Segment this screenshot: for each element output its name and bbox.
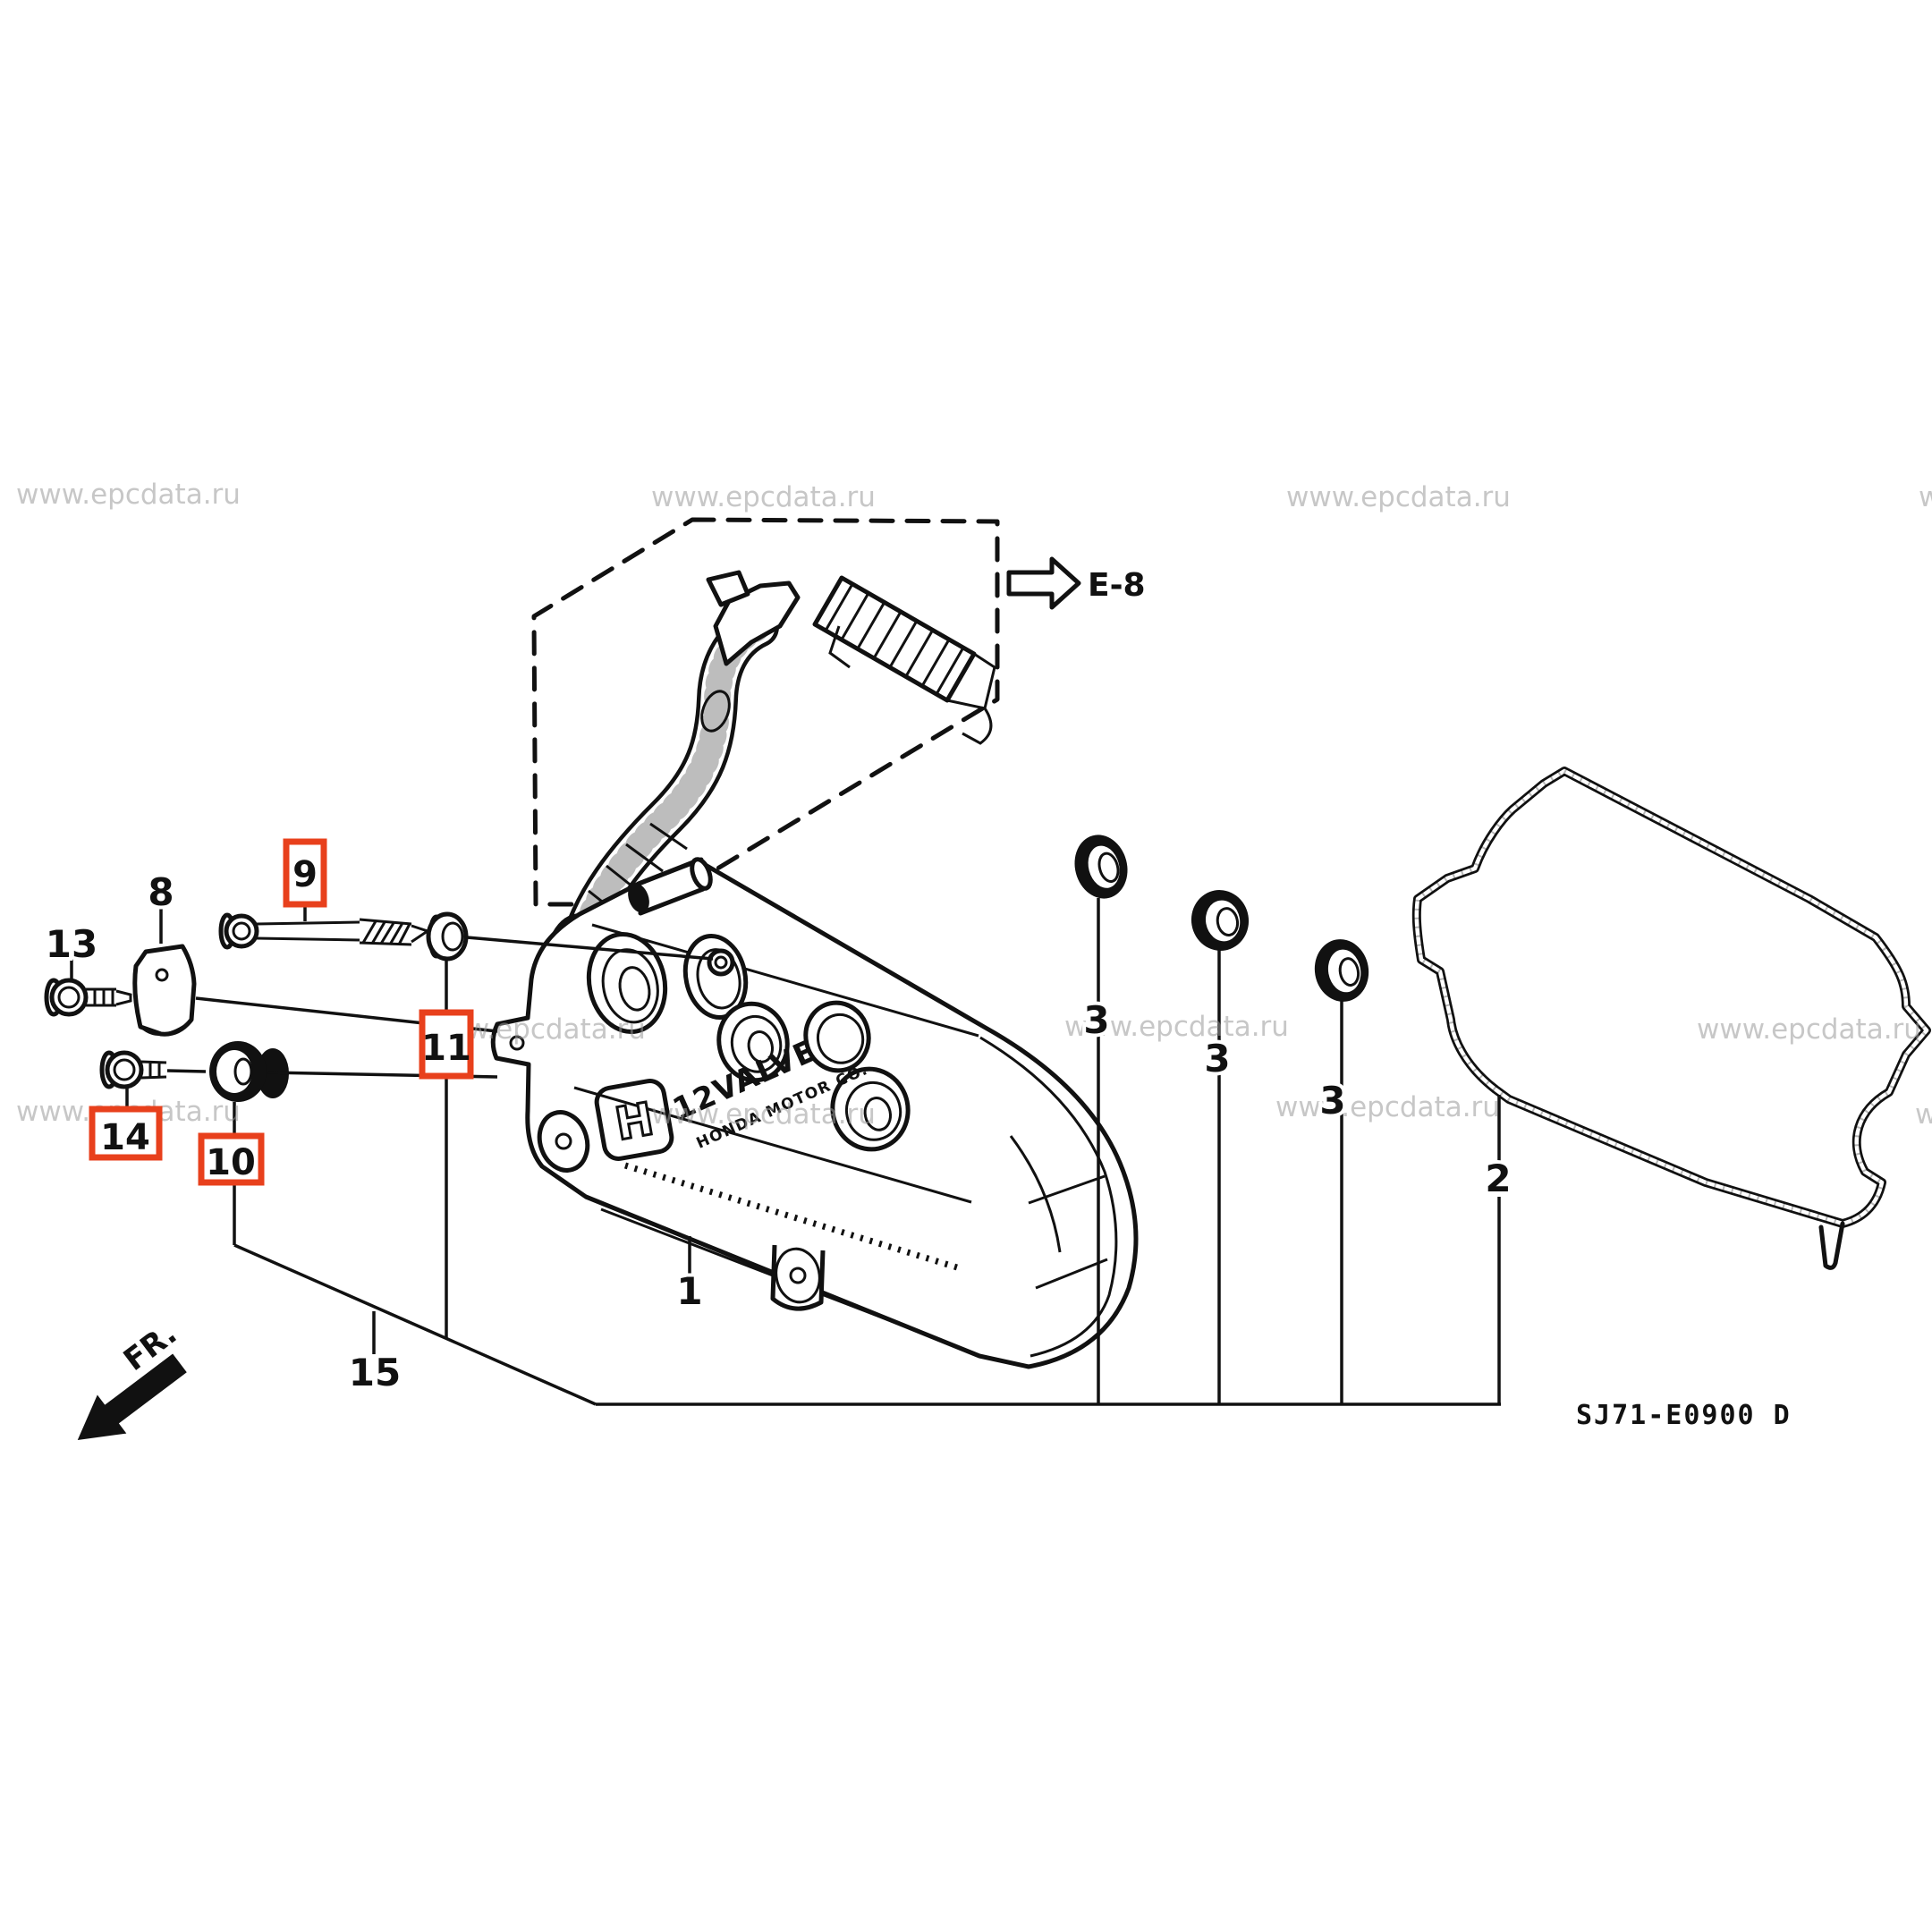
spark-plug-tube-seal-1 [1074, 835, 1128, 899]
callout-3-middle: 3 [1204, 1037, 1230, 1080]
seal-grommet-10 [209, 1041, 289, 1102]
callout-9: 9 [292, 854, 318, 895]
watermark-text: www.epcdata.ru [651, 1098, 876, 1131]
flange-bolt-13 [44, 978, 132, 1017]
leader-lines [70, 887, 1501, 1406]
diagram-code: SJ71-E0900 D [1576, 1400, 1792, 1431]
honda-logo-badge: H [594, 1079, 674, 1161]
callout-3-right: 3 [1319, 1079, 1345, 1123]
watermark-text: www.epcdata.ru [1275, 1091, 1500, 1123]
watermark-text: www.epcdata.ru [651, 481, 876, 513]
front-direction-marker: FR. [77, 1316, 187, 1440]
watermark-text: www.epcdata.ru [16, 479, 241, 511]
callout-11: 11 [421, 1028, 471, 1069]
highlight-box-9 [283, 838, 327, 908]
watermark-text: www.epcdata.ru [1919, 481, 1932, 513]
callout-14: 14 [100, 1117, 150, 1158]
watermark-text: www.epcdata.ru [1064, 1011, 1289, 1043]
head-cover-gasket-part [1411, 766, 1932, 1270]
front-arrow-icon [77, 1353, 187, 1440]
spark-plug-tube-seal-2 [1191, 890, 1250, 951]
callout-1: 1 [676, 1269, 702, 1313]
watermark-text: www.epcdata.ru [1915, 1098, 1932, 1131]
callout-labels: 1 2 3 3 3 8 13 15 9 11 14 10 [42, 838, 1515, 1398]
seal-washer-11 [426, 911, 469, 962]
stud-bolt-9 [218, 912, 431, 950]
spark-plug-tube-seal-3 [1314, 939, 1369, 1002]
watermark-text: www.epcdata.ru [1286, 481, 1511, 513]
breather-tube-assembly [546, 570, 996, 1031]
callout-2: 2 [1485, 1157, 1511, 1200]
callout-10: 10 [206, 1142, 256, 1183]
callout-15: 15 [349, 1351, 401, 1394]
callout-3-left: 3 [1083, 998, 1109, 1042]
mount-plate-8 [132, 944, 197, 1037]
highlight-box-14 [89, 1106, 163, 1161]
reference-arrow-label: E-8 [1088, 567, 1146, 604]
dashed-reference-box [531, 517, 1000, 907]
callout-13: 13 [46, 922, 97, 966]
highlight-box-10 [198, 1132, 265, 1186]
honda-logo-letter: H [612, 1093, 657, 1150]
reference-arrow-icon [1006, 556, 1081, 610]
watermark-text: www.epcdata.ru [1697, 1013, 1921, 1046]
flange-bolt-14 [99, 1050, 167, 1089]
callout-8: 8 [148, 870, 174, 914]
highlight-box-11 [419, 1009, 474, 1080]
